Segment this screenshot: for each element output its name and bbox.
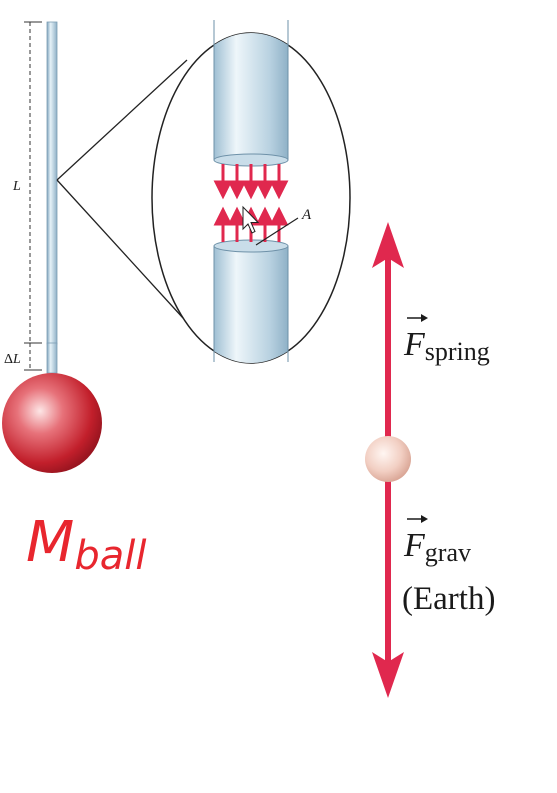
gravity-force-arrow (372, 474, 404, 698)
svg-text:Fspring: Fspring (403, 326, 490, 366)
delta-length-label: ΔL (4, 352, 21, 367)
f-spring-label: Fspring (403, 314, 490, 366)
length-label: L (12, 179, 21, 194)
f-grav-label: Fgrav (403, 515, 471, 567)
wire-stretched-segment (46, 342, 58, 374)
svg-text:Fgrav: Fgrav (403, 527, 471, 567)
length-dimension (24, 21, 42, 371)
spring-force-arrow (372, 222, 404, 446)
area-label: A (301, 207, 312, 223)
zoom-callout-lines (56, 59, 188, 319)
stress-arrows-down (213, 164, 289, 200)
mass-ball-label: Mball (26, 510, 146, 579)
mouse-cursor-icon (242, 205, 260, 234)
hanging-ball (2, 373, 102, 473)
f-grav-source-label: (Earth) (402, 581, 495, 617)
wire (46, 21, 58, 345)
free-body-ball (365, 436, 411, 482)
area-pointer-line (255, 217, 299, 246)
